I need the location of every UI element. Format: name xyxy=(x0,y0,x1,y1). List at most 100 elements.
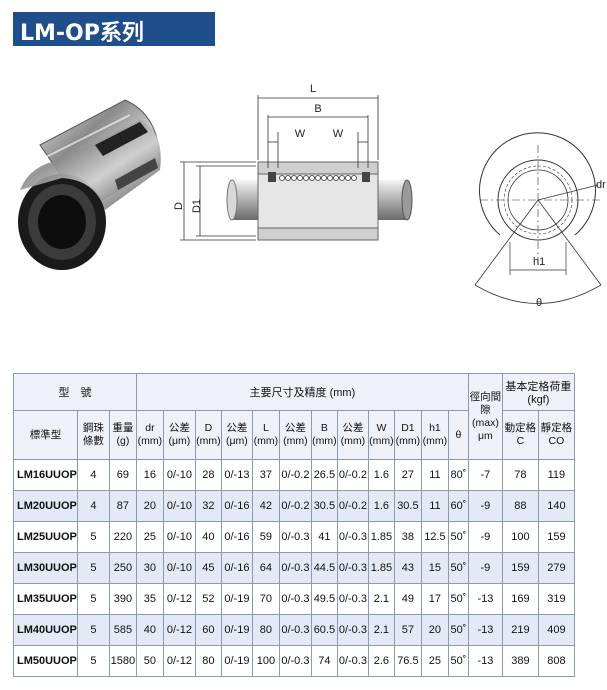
cell-L: 64 xyxy=(251,552,280,584)
cell-tol1: 0/-10 xyxy=(162,552,196,584)
cell-L: 37 xyxy=(251,459,280,491)
cell-D1: 76.5 xyxy=(393,645,422,677)
cell-C0: 319 xyxy=(537,583,575,615)
label-W1: W xyxy=(295,128,306,140)
cell-h1: 20 xyxy=(420,614,449,646)
cell-h1: 11 xyxy=(420,490,449,522)
header-tol2: 公差 (μm) xyxy=(220,410,253,460)
cell-D1: 57 xyxy=(393,614,422,646)
label-L: L xyxy=(310,83,316,95)
cell-D1: 38 xyxy=(393,521,422,553)
cell-h1: 17 xyxy=(420,583,449,615)
cell-tol3: 0/-0.2 xyxy=(278,459,312,491)
cell-C: 88 xyxy=(501,490,539,522)
cell-W: 2.6 xyxy=(367,645,395,677)
header-C0: 靜定格 CO xyxy=(537,410,575,460)
header-W: W (mm) xyxy=(367,410,395,460)
cell-tol3: 0/-0.2 xyxy=(278,490,312,522)
cell-clr: -13 xyxy=(467,645,503,677)
cell-dr: 35 xyxy=(135,583,164,615)
cell-D1: 43 xyxy=(393,552,422,584)
cell-tol4: 0/-0.2 xyxy=(336,490,369,522)
bearing-photo xyxy=(18,99,161,270)
cell-C: 78 xyxy=(501,459,539,491)
cell-tol3: 0/-0.3 xyxy=(278,583,312,615)
header-balls: 鋼珠條數 xyxy=(76,410,110,460)
cell-tol4: 0/-0.3 xyxy=(336,521,369,553)
cell-L: 80 xyxy=(251,614,280,646)
header-tol3: 公差 (mm) xyxy=(278,410,312,460)
header-D: D (mm) xyxy=(194,410,222,460)
label-D: D xyxy=(173,202,185,210)
cell-W: 1.85 xyxy=(367,552,395,584)
cell-weight: 390 xyxy=(108,583,137,615)
cell-dr: 50 xyxy=(135,645,164,677)
cell-W: 1.85 xyxy=(367,521,395,553)
cell-balls: 4 xyxy=(76,459,110,491)
header-h1: h1 (mm) xyxy=(420,410,449,460)
header-dims-group: 主要尺寸及精度 (mm) xyxy=(135,373,469,411)
cell-B: 41 xyxy=(310,521,338,553)
cell-tol1: 0/-12 xyxy=(162,645,196,677)
cell-tol3: 0/-0.3 xyxy=(278,645,312,677)
cell-tol2: 0/-16 xyxy=(220,552,253,584)
cell-balls: 5 xyxy=(76,583,110,615)
cell-W: 1.6 xyxy=(367,459,395,491)
cell-W: 2.1 xyxy=(367,583,395,615)
cell-theta: 60˚ xyxy=(447,490,469,522)
cell-tol1: 0/-10 xyxy=(162,459,196,491)
cell-dr: 30 xyxy=(135,552,164,584)
cell-weight: 1580 xyxy=(108,645,137,677)
label-theta: θ xyxy=(536,297,542,309)
cell-D: 40 xyxy=(194,521,222,553)
cell-C0: 119 xyxy=(537,459,575,491)
cell-theta: 50˚ xyxy=(447,614,469,646)
cell-weight: 69 xyxy=(108,459,137,491)
cell-L: 42 xyxy=(251,490,280,522)
cell-C0: 279 xyxy=(537,552,575,584)
cell-balls: 4 xyxy=(76,490,110,522)
label-B: B xyxy=(314,103,321,115)
cell-model: LM50UUOP xyxy=(13,645,78,677)
label-h1: h1 xyxy=(533,256,545,268)
cell-tol4: 0/-0.3 xyxy=(336,552,369,584)
cell-C: 100 xyxy=(501,521,539,553)
cell-weight: 585 xyxy=(108,614,137,646)
cell-clr: -9 xyxy=(467,490,503,522)
header-dr: dr (mm) xyxy=(135,410,164,460)
cell-theta: 50˚ xyxy=(447,552,469,584)
cell-tol4: 0/-0.3 xyxy=(336,583,369,615)
cell-B: 26.5 xyxy=(310,459,338,491)
cell-C0: 409 xyxy=(537,614,575,646)
cell-theta: 50˚ xyxy=(447,645,469,677)
cell-model: LM40UUOP xyxy=(13,614,78,646)
cell-tol2: 0/-16 xyxy=(220,490,253,522)
cell-tol3: 0/-0.3 xyxy=(278,521,312,553)
header-theta: θ xyxy=(447,410,469,460)
cell-tol2: 0/-13 xyxy=(220,459,253,491)
title-bar: LM-OP系列 xyxy=(13,12,215,46)
cell-B: 74 xyxy=(310,645,338,677)
cell-tol1: 0/-10 xyxy=(162,490,196,522)
cell-B: 60.5 xyxy=(310,614,338,646)
cell-tol1: 0/-10 xyxy=(162,521,196,553)
cell-D: 52 xyxy=(194,583,222,615)
cell-tol2: 0/-16 xyxy=(220,521,253,553)
header-std-model: 標準型 xyxy=(13,410,78,460)
page-title: LM-OP系列 xyxy=(20,21,144,46)
cell-C: 219 xyxy=(501,614,539,646)
cell-dr: 20 xyxy=(135,490,164,522)
cell-D1: 49 xyxy=(393,583,422,615)
cell-dr: 40 xyxy=(135,614,164,646)
header-tol1: 公差 (μm) xyxy=(162,410,196,460)
cell-balls: 5 xyxy=(76,645,110,677)
cell-tol1: 0/-12 xyxy=(162,614,196,646)
cell-C0: 808 xyxy=(537,645,575,677)
cell-weight: 87 xyxy=(108,490,137,522)
cell-L: 100 xyxy=(251,645,280,677)
